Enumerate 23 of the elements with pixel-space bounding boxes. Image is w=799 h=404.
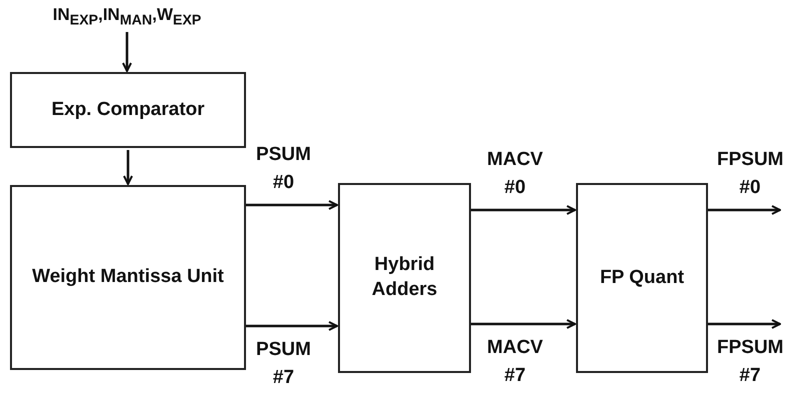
process-box xyxy=(10,185,246,370)
arrow xyxy=(246,321,338,331)
arrow xyxy=(123,150,133,185)
process-box xyxy=(10,72,246,148)
arrow xyxy=(708,319,781,329)
arrow xyxy=(246,200,338,210)
edge-label: PSUM #7 xyxy=(255,338,312,390)
box-label: Hybrid Adders xyxy=(370,253,438,302)
arrow xyxy=(122,32,132,72)
box-label: FP Quant xyxy=(600,266,684,290)
input-signals-label: IN$_{EXP}$,IN$_{MAN}$,W$_{EXP}$ xyxy=(52,4,202,30)
edge-label: MACV #0 xyxy=(486,148,544,200)
box-label: Weight Mantissa Unit xyxy=(32,265,224,290)
edge-label: FPSUM #7 xyxy=(717,336,783,388)
arrow xyxy=(708,205,781,215)
arrow xyxy=(471,319,576,329)
process-box xyxy=(338,183,471,373)
process-box xyxy=(576,183,708,373)
edge-label: FPSUM #0 xyxy=(717,148,783,200)
edge-label: PSUM #0 xyxy=(255,143,312,195)
edge-label: MACV #7 xyxy=(486,336,544,388)
arrow xyxy=(471,205,576,215)
box-label: Exp. Comparator xyxy=(51,98,205,122)
